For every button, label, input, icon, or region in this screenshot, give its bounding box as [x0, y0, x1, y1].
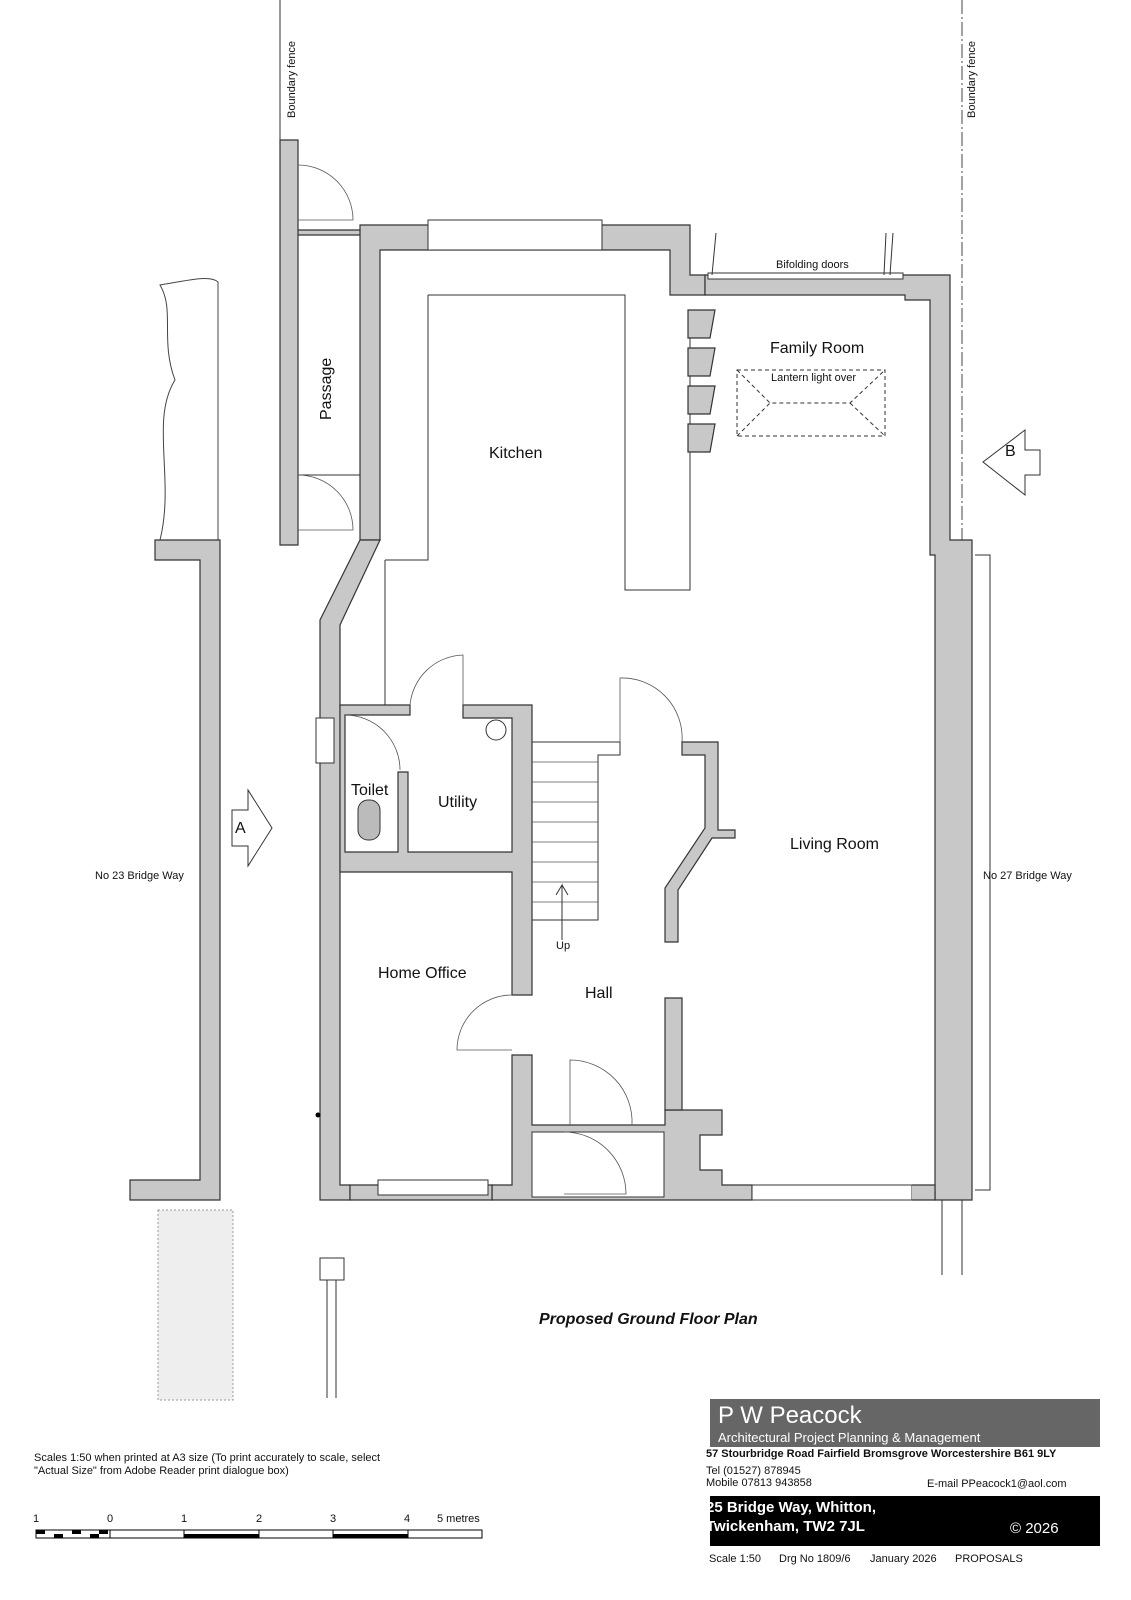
company-tagline: Architectural Project Planning & Managem…: [718, 1430, 981, 1445]
kitchen-passage-wall: [279, 139, 706, 546]
room-label-family-room: Family Room: [770, 340, 865, 357]
scale-bar: [35, 1529, 483, 1539]
hedge-hatch: [157, 1209, 234, 1401]
boundary-fence-label-left: Boundary fence: [286, 40, 298, 118]
scale-tick: 0: [107, 1513, 114, 1525]
stairs-up-label: Up: [556, 940, 571, 952]
section-arrow-a: [231, 788, 273, 868]
toilet-door: [344, 714, 401, 771]
toilet-utility-walls: [339, 704, 533, 996]
room-label-home-office: Home Office: [378, 965, 467, 982]
drawing-date: January 2026: [870, 1553, 937, 1565]
kitchen-units: [428, 294, 691, 591]
company-tel: Tel (01527) 878945: [706, 1465, 801, 1477]
scale-tick: 4: [404, 1513, 411, 1525]
lantern-label: Lantern light over: [771, 372, 856, 384]
company-email: E-mail PPeacock1@aol.com: [927, 1478, 1067, 1490]
copyright: © 2026: [1010, 1520, 1059, 1537]
company-mobile: Mobile 07813 943858: [706, 1477, 812, 1489]
scale-unit: 5 metres: [437, 1513, 480, 1525]
staircase: [532, 741, 621, 940]
drawing-status: PROPOSALS: [955, 1553, 1023, 1565]
neighbour-23-wall: [129, 539, 221, 1201]
neighbour-left-label: No 23 Bridge Way: [95, 870, 184, 882]
scale-tick: 2: [256, 1513, 263, 1525]
title-block-project: 25 Bridge Way, Whitton, Twickenham, TW2 …: [706, 1496, 1100, 1546]
section-b-label: B: [1005, 443, 1016, 460]
front-door-outer: [563, 1131, 627, 1195]
room-label-living-room: Living Room: [790, 836, 879, 853]
section-arrow-b: [982, 428, 1041, 497]
neighbour-garden-shape: [159, 278, 219, 541]
lantern-light: [736, 369, 886, 437]
scale-note-line2: "Actual Size" from Adobe Reader print di…: [34, 1465, 289, 1477]
drawing-title: Proposed Ground Floor Plan: [539, 1311, 758, 1328]
room-label-toilet: Toilet: [351, 782, 389, 799]
scale-tick: 3: [330, 1513, 337, 1525]
porch: [531, 1131, 665, 1198]
toilet-pan: [357, 799, 381, 841]
bifolding-label: Bifolding doors: [776, 259, 849, 271]
office-window: [377, 1179, 489, 1196]
passage-door-top: [297, 164, 354, 221]
drawing-scale: Scale 1:50: [709, 1553, 761, 1565]
chimney-breast: [664, 741, 736, 943]
scale-tick: 1: [181, 1513, 188, 1525]
living-room-door: [619, 677, 683, 743]
toilet-window: [315, 717, 335, 764]
boundary-fence-label-right: Boundary fence: [966, 40, 978, 118]
bifolding-doors: [707, 272, 904, 280]
title-block-header: P W Peacock Architectural Project Planni…: [710, 1399, 1100, 1447]
room-label-passage: Passage: [318, 357, 335, 420]
section-a-label: A: [235, 820, 246, 837]
family-room-wall: [704, 274, 973, 1201]
room-label-hall: Hall: [585, 985, 613, 1002]
room-label-kitchen: Kitchen: [489, 445, 543, 462]
project-address-line2: Twickenham, TW2 7JL: [706, 1518, 865, 1535]
neighbour-27-wall: [975, 554, 991, 1191]
neighbour-right-label: No 27 Bridge Way: [983, 870, 1072, 882]
project-address-line1: 25 Bridge Way, Whitton,: [706, 1499, 877, 1516]
bar-stools: [687, 309, 716, 453]
drawing-number: Drg No 1809/6: [779, 1553, 851, 1565]
home-office-door: [456, 994, 513, 1051]
utility-door: [409, 654, 464, 706]
company-address: 57 Stourbridge Road Fairfield Bromsgrove…: [706, 1448, 1057, 1460]
kitchen-window: [427, 219, 603, 251]
scale-tick: 1: [33, 1513, 40, 1525]
company-name: P W Peacock: [718, 1402, 862, 1429]
living-window: [751, 1184, 913, 1201]
front-door-inner: [569, 1059, 633, 1126]
room-label-utility: Utility: [438, 794, 478, 811]
passage-door-bottom: [297, 474, 354, 531]
sink: [485, 719, 507, 741]
scale-note-line1: Scales 1:50 when printed at A3 size (To …: [34, 1452, 381, 1464]
